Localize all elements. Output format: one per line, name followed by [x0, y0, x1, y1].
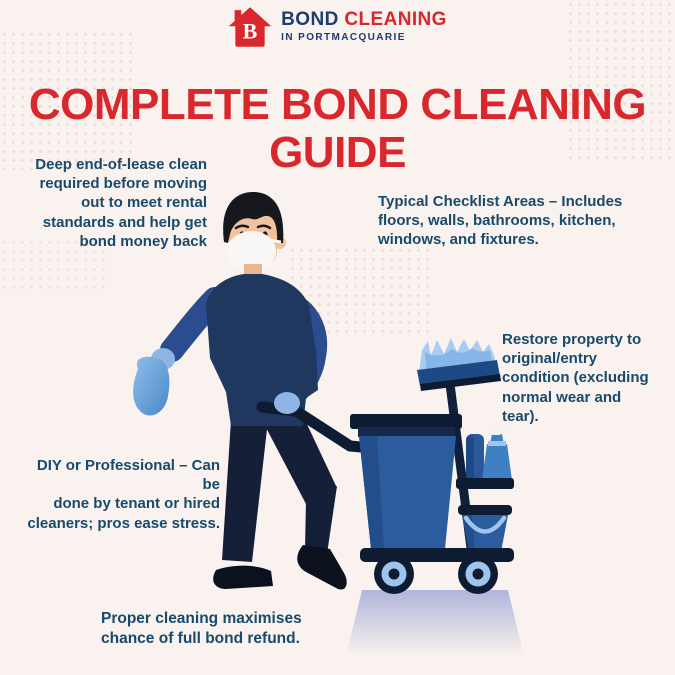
broom-bristle-shading [425, 348, 492, 370]
cart-shadow [346, 590, 524, 656]
spray-trigger [484, 428, 494, 440]
bucket-handle [463, 515, 507, 534]
brand-name-part1: BOND [281, 9, 339, 31]
cleaning-cloth [133, 356, 170, 416]
canister-bottle-shade [466, 436, 474, 480]
svg-text:B: B [243, 19, 258, 44]
cleaner-vest [206, 274, 318, 426]
note-checklist-areas: Typical Checklist Areas – Includes floor… [378, 193, 623, 249]
spray-bottle-band [488, 441, 506, 446]
cleaner-right-leg [262, 420, 337, 504]
cleaner-left-eyebrow [234, 224, 250, 230]
spray-nozzle [498, 425, 509, 430]
bin-lid [350, 414, 462, 429]
bin-body-shade [359, 436, 384, 549]
brand-logo: B BOND CLEANING IN PORTMACQUARIE [0, 6, 675, 48]
note-bond-refund: Proper cleaning maximises chance of full… [101, 610, 302, 647]
broom-head [417, 360, 500, 386]
face-mask [226, 230, 276, 274]
cart-left-wheel [374, 554, 414, 594]
dot-texture-top-left [0, 30, 135, 170]
cleaner-left-leg [222, 420, 268, 562]
cleaner-right-glove [274, 392, 300, 414]
note-diy-or-professional: DIY or Professional – Can be done by ten… [27, 457, 220, 532]
cart-shelf [456, 478, 514, 489]
brand-name-part2: CLEANING [344, 9, 447, 31]
dot-texture-top-right [566, 0, 675, 165]
note-deep-clean: Deep end-of-lease clean required before … [35, 156, 207, 250]
cleaner-right-shin [305, 486, 337, 554]
house-logo-icon: B [228, 7, 272, 47]
cleaner-cart-illustration [133, 192, 524, 656]
cleaning-cart [350, 338, 514, 594]
bucket-rim [458, 505, 512, 515]
bin-body [359, 436, 456, 549]
spray-bottle-body [482, 444, 512, 480]
cart-right-wheel [458, 554, 498, 594]
cleaner-right-shoe [297, 545, 347, 590]
page-title: COMPLETE BOND CLEANING GUIDE [28, 80, 647, 177]
bin-rim [358, 427, 455, 437]
note-restore-property: Restore property to original/entry condi… [502, 331, 649, 425]
cleaner-left-shoe [213, 565, 273, 589]
brand-name: BOND CLEANING [281, 10, 447, 30]
brand-tagline: IN PORTMACQUARIE [281, 32, 406, 44]
dot-texture-mid-left [0, 238, 110, 293]
broom-head-edge [420, 374, 501, 391]
cleaner-right-eyebrow [256, 224, 272, 230]
cleaner-hair [223, 192, 284, 243]
cleaner-figure [133, 192, 347, 590]
